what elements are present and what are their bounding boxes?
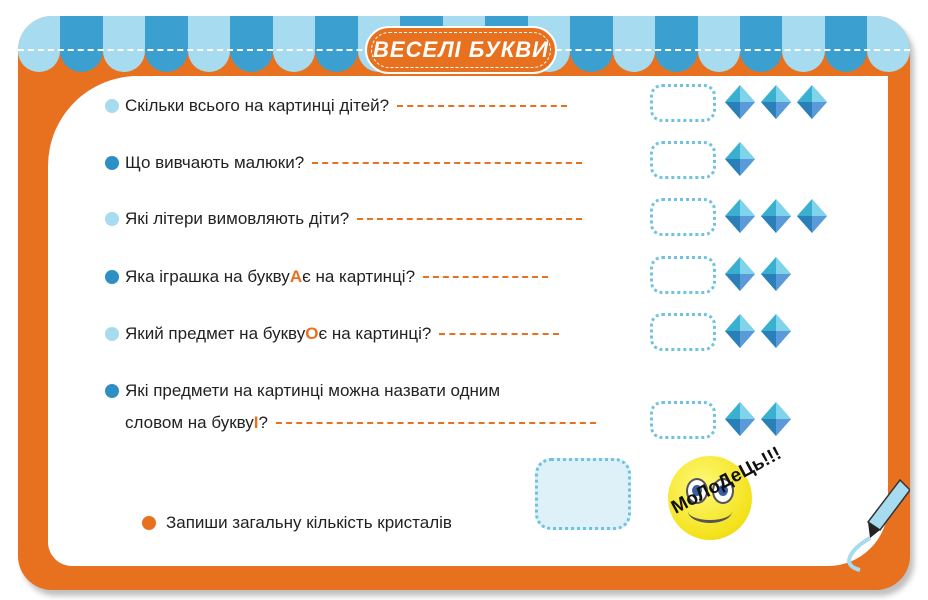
awning-stripe <box>315 16 358 72</box>
crystal-icon <box>796 198 828 234</box>
bullet-icon <box>105 384 119 398</box>
answer-box-5[interactable] <box>650 313 716 351</box>
question-text: є на картинці? <box>318 324 432 343</box>
gems-row-4 <box>724 256 792 292</box>
answer-box-3[interactable] <box>650 198 716 236</box>
question-text: Скільки всього на картинці дітей? <box>125 96 390 115</box>
awning-stripe <box>782 16 825 72</box>
crystal-icon <box>760 84 792 120</box>
crystal-icon <box>760 313 792 349</box>
awning-stripe <box>570 16 613 72</box>
question-text: Що вивчають малюки? <box>125 153 305 172</box>
title-text: ВЕСЕЛІ БУКВИ <box>373 37 549 62</box>
gems-row-1 <box>724 84 828 120</box>
awning-stripe <box>18 16 61 72</box>
crystal-icon <box>724 141 756 177</box>
answer-line <box>312 162 583 164</box>
highlight-letter: А <box>289 267 303 286</box>
marker-icon <box>847 478 910 572</box>
crystal-icon <box>796 84 828 120</box>
bullet-icon <box>105 327 119 341</box>
awning-stripe <box>230 16 273 72</box>
question-1: Скільки всього на картинці дітей? <box>105 96 568 116</box>
answer-line <box>439 333 560 335</box>
awning-stripe <box>739 16 783 72</box>
question-4: Яка іграшка на букву А є на картинці? <box>105 267 549 287</box>
bullet-icon <box>105 212 119 226</box>
bullet-icon <box>105 270 119 284</box>
page-title: ВЕСЕЛІ БУКВИ <box>365 26 557 74</box>
answer-line <box>423 276 549 278</box>
bullet-icon <box>142 516 156 530</box>
answer-line <box>276 422 596 424</box>
total-prompt: Запиши загальну кількість кристалів <box>142 513 452 533</box>
awning-stripe <box>272 16 316 72</box>
awning-stripe <box>612 16 656 72</box>
awning-stripe <box>102 16 146 72</box>
question-text: словом на букву <box>125 413 254 432</box>
highlight-letter: І <box>253 413 259 432</box>
awning-stripe <box>867 16 910 72</box>
question-text: Які предмети на картинці можна назвати о… <box>125 381 501 400</box>
answer-line <box>397 105 568 107</box>
crystal-icon <box>760 198 792 234</box>
answer-box-2[interactable] <box>650 141 716 179</box>
question-6-line2: словом на букву І? <box>125 413 596 433</box>
answer-box-1[interactable] <box>650 84 716 122</box>
question-text: є на картинці? <box>302 267 416 286</box>
bullet-icon <box>105 156 119 170</box>
highlight-letter: О <box>305 324 319 343</box>
question-text: ? <box>258 413 268 432</box>
awning-stripe <box>655 16 698 72</box>
answer-line <box>357 218 583 220</box>
awning-stripe <box>187 16 231 72</box>
awning-stripe <box>60 16 103 72</box>
question-text: Який предмет на букву <box>125 324 306 343</box>
crystal-icon <box>724 313 756 349</box>
gems-row-3 <box>724 198 828 234</box>
question-text: Яка іграшка на букву <box>125 267 290 286</box>
crystal-icon <box>760 401 792 437</box>
answer-box-4[interactable] <box>650 256 716 294</box>
crystal-icon <box>760 256 792 292</box>
question-3: Які літери вимовляють діти? <box>105 209 583 229</box>
question-5: Який предмет на букву О є на картинці? <box>105 324 560 344</box>
question-6: Які предмети на картинці можна назвати о… <box>105 381 500 401</box>
awning-stripe <box>697 16 740 72</box>
gems-row-6 <box>724 401 792 437</box>
total-answer-box[interactable] <box>535 458 631 530</box>
answer-box-6[interactable] <box>650 401 716 439</box>
awning-stripe <box>145 16 188 72</box>
awning-stripe <box>824 16 868 72</box>
crystal-icon <box>724 198 756 234</box>
crystal-icon <box>724 401 756 437</box>
crystal-icon <box>724 256 756 292</box>
total-prompt-text: Запиши загальну кількість кристалів <box>166 513 452 532</box>
crystal-icon <box>724 84 756 120</box>
gems-row-2 <box>724 141 756 177</box>
gems-row-5 <box>724 313 792 349</box>
question-2: Що вивчають малюки? <box>105 153 583 173</box>
bullet-icon <box>105 99 119 113</box>
smiley-face-icon <box>668 456 752 540</box>
question-text: Які літери вимовляють діти? <box>125 209 350 228</box>
